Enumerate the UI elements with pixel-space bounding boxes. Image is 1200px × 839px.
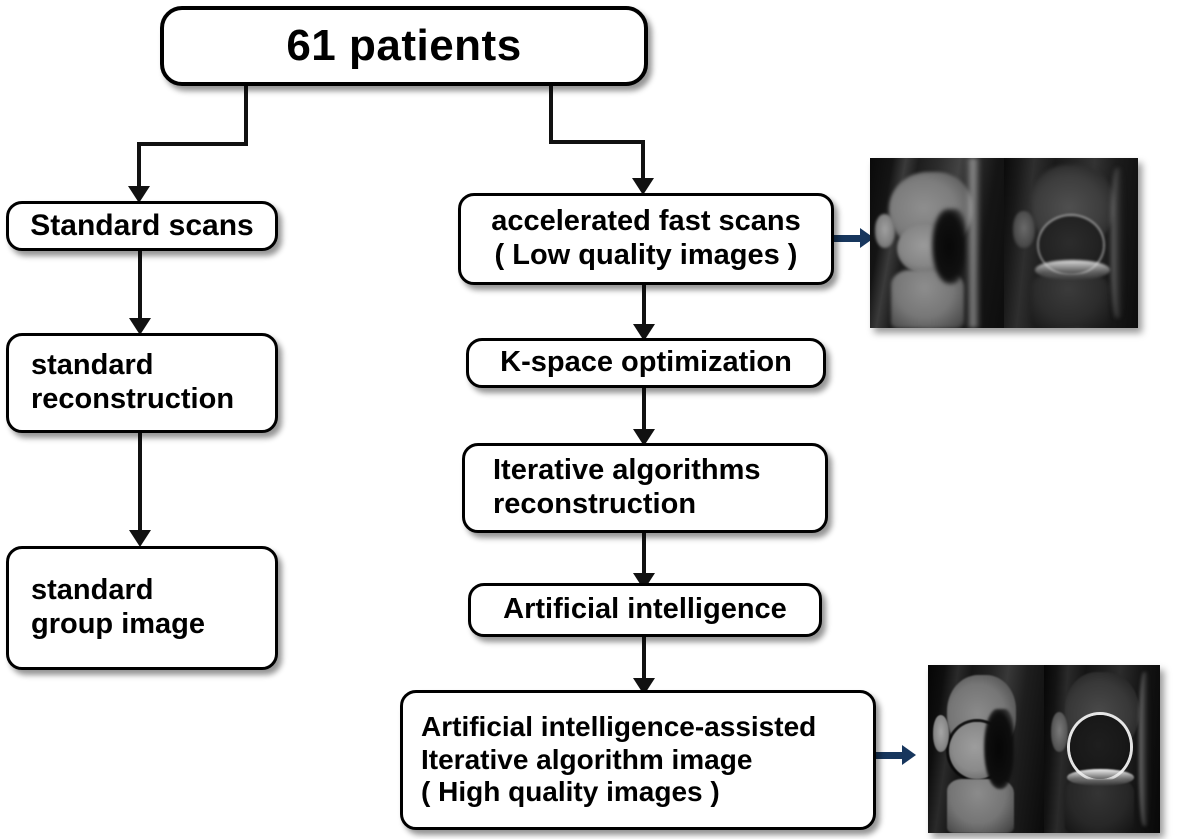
node-accelerated-fast-scans[interactable]: accelerated fast scans ( Low quality ima… bbox=[458, 193, 834, 285]
arrowhead-to-standard-group-image bbox=[129, 530, 151, 547]
connector-title-to-left-vertical-a bbox=[244, 86, 248, 146]
node-artificial-intelligence[interactable]: Artificial intelligence bbox=[468, 583, 822, 637]
high-quality-mri-sagittal-left bbox=[928, 665, 1044, 833]
node-standard-scans[interactable]: Standard scans bbox=[6, 201, 278, 251]
blue-connector-to-high-quality-mri bbox=[876, 752, 908, 759]
image-low-quality-mri bbox=[870, 158, 1138, 328]
node-standard-reconstruction[interactable]: standard reconstruction bbox=[6, 333, 278, 433]
connector-title-to-right-horizontal bbox=[549, 140, 645, 144]
connector-title-to-right-vertical-a bbox=[549, 86, 553, 144]
connector-title-to-left-horizontal bbox=[137, 142, 248, 146]
node-k-space-optimization-label: K-space optimization bbox=[500, 346, 792, 379]
arrowhead-to-standard-reconstruction bbox=[129, 318, 151, 335]
node-61-patients[interactable]: 61 patients bbox=[160, 6, 648, 86]
blue-arrowhead-to-high-quality-mri bbox=[902, 745, 916, 765]
node-standard-reconstruction-label: standard reconstruction bbox=[31, 349, 235, 415]
arrowhead-to-iterative-algorithms bbox=[633, 429, 655, 446]
connector-ai-to-ai-assisted-image bbox=[642, 637, 646, 685]
node-artificial-intelligence-label: Artificial intelligence bbox=[503, 593, 787, 626]
connector-title-to-left-vertical-b bbox=[137, 142, 141, 190]
connector-standard-scans-to-reconstruction bbox=[138, 251, 142, 325]
node-standard-group-image[interactable]: standard group image bbox=[6, 546, 278, 670]
low-quality-mri-sagittal-right bbox=[1004, 158, 1138, 328]
node-61-patients-label: 61 patients bbox=[286, 21, 522, 71]
node-iterative-algorithms-reconstruction[interactable]: Iterative algorithms reconstruction bbox=[462, 443, 828, 533]
connector-title-to-right-vertical-b bbox=[641, 140, 645, 182]
node-standard-scans-label: Standard scans bbox=[30, 208, 254, 242]
node-ai-assisted-iterative-algorithm-image-label: Artificial intelligence-assisted Iterati… bbox=[421, 711, 817, 808]
arrowhead-to-accelerated-fast-scans bbox=[632, 178, 654, 195]
arrowhead-to-k-space-optimization bbox=[633, 324, 655, 341]
node-k-space-optimization[interactable]: K-space optimization bbox=[466, 338, 826, 388]
arrowhead-to-standard-scans bbox=[128, 186, 150, 203]
connector-fast-scans-to-kspace bbox=[642, 285, 646, 329]
low-quality-mri-sagittal-left bbox=[870, 158, 1004, 328]
node-iterative-algorithms-reconstruction-label: Iterative algorithms reconstruction bbox=[493, 454, 761, 520]
node-standard-group-image-label: standard group image bbox=[31, 574, 206, 640]
node-accelerated-fast-scans-label: accelerated fast scans ( Low quality ima… bbox=[491, 205, 801, 271]
node-ai-assisted-iterative-algorithm-image[interactable]: Artificial intelligence-assisted Iterati… bbox=[400, 690, 876, 830]
connector-iterative-to-ai bbox=[642, 533, 646, 579]
high-quality-mri-sagittal-right bbox=[1044, 665, 1160, 833]
image-high-quality-mri bbox=[928, 665, 1160, 833]
connector-reconstruction-to-group-image bbox=[138, 433, 142, 537]
blue-connector-to-low-quality-mri bbox=[834, 235, 868, 242]
connector-kspace-to-iterative bbox=[642, 388, 646, 436]
